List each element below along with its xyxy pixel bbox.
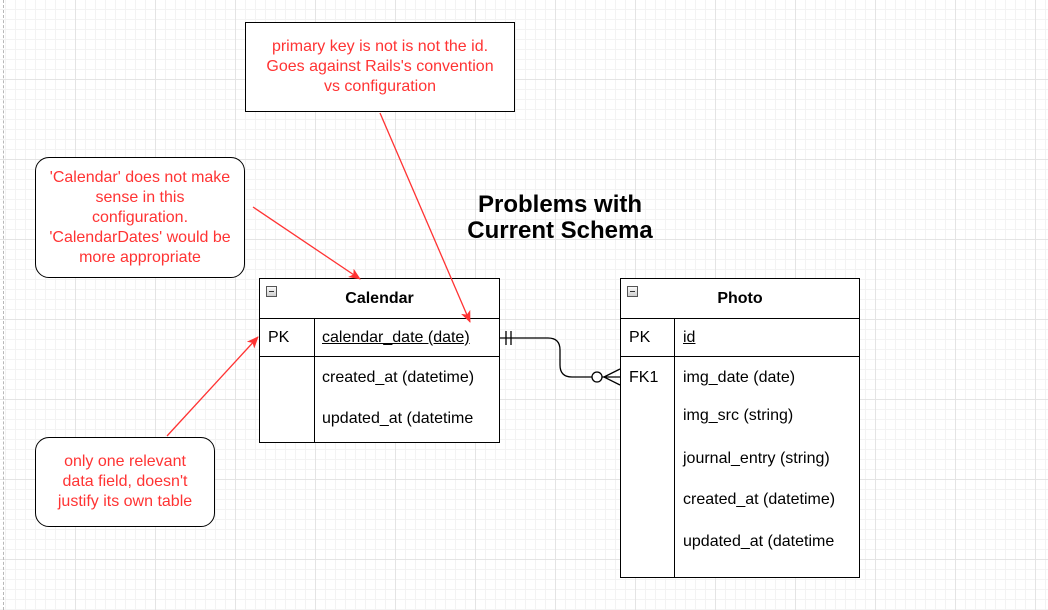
photo-field[interactable]: created_at (datetime) bbox=[683, 491, 836, 508]
canvas-left-edge bbox=[3, 0, 4, 610]
note-line: configuration. bbox=[91, 208, 189, 226]
note-line: vs configuration bbox=[323, 78, 437, 95]
note-line: sense in this bbox=[95, 188, 185, 206]
entity-calendar-header[interactable]: Calendar bbox=[260, 279, 499, 319]
collapse-icon[interactable] bbox=[627, 286, 638, 297]
photo-field[interactable]: img_src (string) bbox=[683, 407, 794, 424]
collapse-icon[interactable] bbox=[266, 286, 277, 297]
arrow-primary-key bbox=[379, 112, 471, 323]
calendar-field[interactable]: created_at (datetime) bbox=[322, 369, 475, 386]
row-divider bbox=[621, 356, 859, 357]
photo-field[interactable]: journal_entry (string) bbox=[683, 450, 830, 467]
entity-photo-name: Photo bbox=[717, 289, 763, 307]
entity-photo[interactable]: Photo PK id FK1 img_date (date) img_src … bbox=[620, 278, 860, 578]
title-line-1: Problems with bbox=[477, 191, 643, 218]
note-calendar-name[interactable]: 'Calendar' does not make sense in this c… bbox=[35, 157, 245, 278]
note-primary-key[interactable]: primary key is not is not the id. Goes a… bbox=[245, 22, 515, 112]
crows-foot-line bbox=[603, 368, 621, 378]
entity-calendar[interactable]: Calendar PK calendar_date (date) created… bbox=[259, 278, 500, 443]
photo-pk-label: PK bbox=[629, 329, 651, 346]
note-line: data field, doesn't bbox=[62, 473, 188, 490]
relationship-line[interactable] bbox=[500, 337, 620, 378]
note-line: 'Calendar' does not make bbox=[49, 168, 231, 186]
arrow-calendar-name bbox=[252, 206, 361, 280]
entity-photo-header[interactable]: Photo bbox=[621, 279, 859, 319]
entity-calendar-name: Calendar bbox=[345, 289, 414, 307]
note-line: primary key is not is not the id. bbox=[271, 38, 489, 55]
calendar-pk-field[interactable]: calendar_date (date) bbox=[322, 329, 470, 346]
arrow-one-field bbox=[166, 336, 259, 437]
photo-field[interactable]: img_date (date) bbox=[683, 369, 796, 386]
crows-foot-line bbox=[603, 376, 621, 386]
note-one-field[interactable]: only one relevant data field, doesn't ju… bbox=[35, 437, 215, 527]
calendar-pk-label: PK bbox=[268, 329, 290, 346]
note-line: justify its own table bbox=[57, 493, 193, 510]
note-line: only one relevant bbox=[64, 453, 186, 470]
note-line: Goes against Rails's convention bbox=[266, 58, 494, 75]
title-line-2: Current Schema bbox=[467, 217, 653, 244]
photo-pk-field[interactable]: id bbox=[683, 329, 696, 346]
row-divider bbox=[260, 356, 499, 357]
column-divider bbox=[314, 318, 315, 442]
note-line: more appropriate bbox=[79, 248, 201, 266]
calendar-field[interactable]: updated_at (datetime bbox=[322, 410, 474, 427]
photo-field[interactable]: updated_at (datetime bbox=[683, 533, 835, 550]
photo-fk-label: FK1 bbox=[629, 369, 659, 386]
column-divider bbox=[674, 318, 675, 577]
note-line: 'CalendarDates' would be bbox=[49, 228, 231, 246]
diagram-title: Problems with Current Schema bbox=[440, 192, 680, 244]
cardinality-zero-circle bbox=[591, 371, 603, 383]
